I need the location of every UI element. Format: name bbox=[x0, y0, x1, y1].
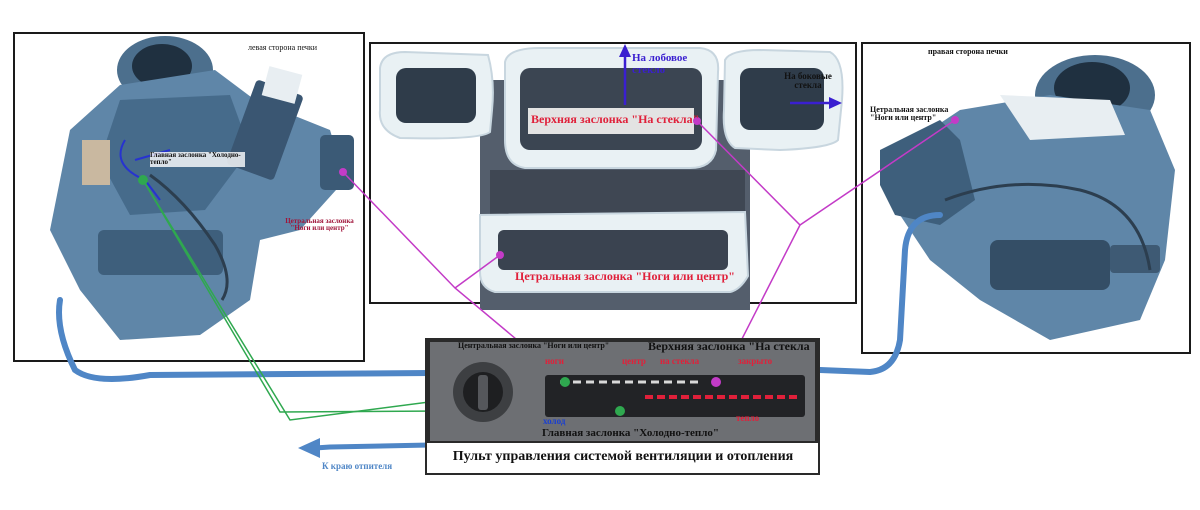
control-top-damper-label: Верхняя заслонка "На стекла bbox=[648, 339, 810, 353]
right-heater-body bbox=[880, 55, 1175, 340]
control-panel-graphic bbox=[425, 338, 820, 475]
mark-closed: закрыто bbox=[738, 356, 773, 366]
center-damper-label: Цетральная заслонка "Ноги или центр" bbox=[515, 269, 735, 283]
mark-center: центр bbox=[622, 356, 646, 366]
control-main-damper-label: Главная заслонка "Холодно-тепло" bbox=[542, 427, 720, 439]
right-panel-title: правая сторона печки bbox=[928, 47, 1008, 56]
right-center-damper-label: Цетральная заслонка "Ноги или центр" bbox=[870, 105, 949, 123]
mark-to-glass: на стекла bbox=[660, 356, 700, 366]
fender-arrow-label: К краю отпителя bbox=[322, 461, 393, 471]
left-panel-title: левая сторона печки bbox=[248, 43, 318, 52]
mark-legs: ноги bbox=[545, 356, 564, 366]
control-panel-caption: Пульт управления системой вентиляции и о… bbox=[452, 449, 794, 464]
left-main-damper-label: Главная заслонка "Холодно-тепло" bbox=[150, 151, 245, 167]
left-heater-body bbox=[50, 36, 354, 340]
top-damper-label: Верхняя заслонка "На стекла" bbox=[531, 112, 700, 126]
arrow-windshield-label: На лобовое стекло bbox=[632, 52, 688, 76]
cold-label: холод bbox=[543, 416, 566, 426]
arrow-side-windows-label: На боковые стекла bbox=[784, 71, 832, 91]
warm-label: тепло bbox=[736, 413, 760, 423]
left-center-damper-label: Цетральная заслонка "Ноги или центр" bbox=[285, 217, 354, 233]
control-center-damper-label: Центральная заслонка "Ноги или центр" bbox=[458, 341, 610, 350]
